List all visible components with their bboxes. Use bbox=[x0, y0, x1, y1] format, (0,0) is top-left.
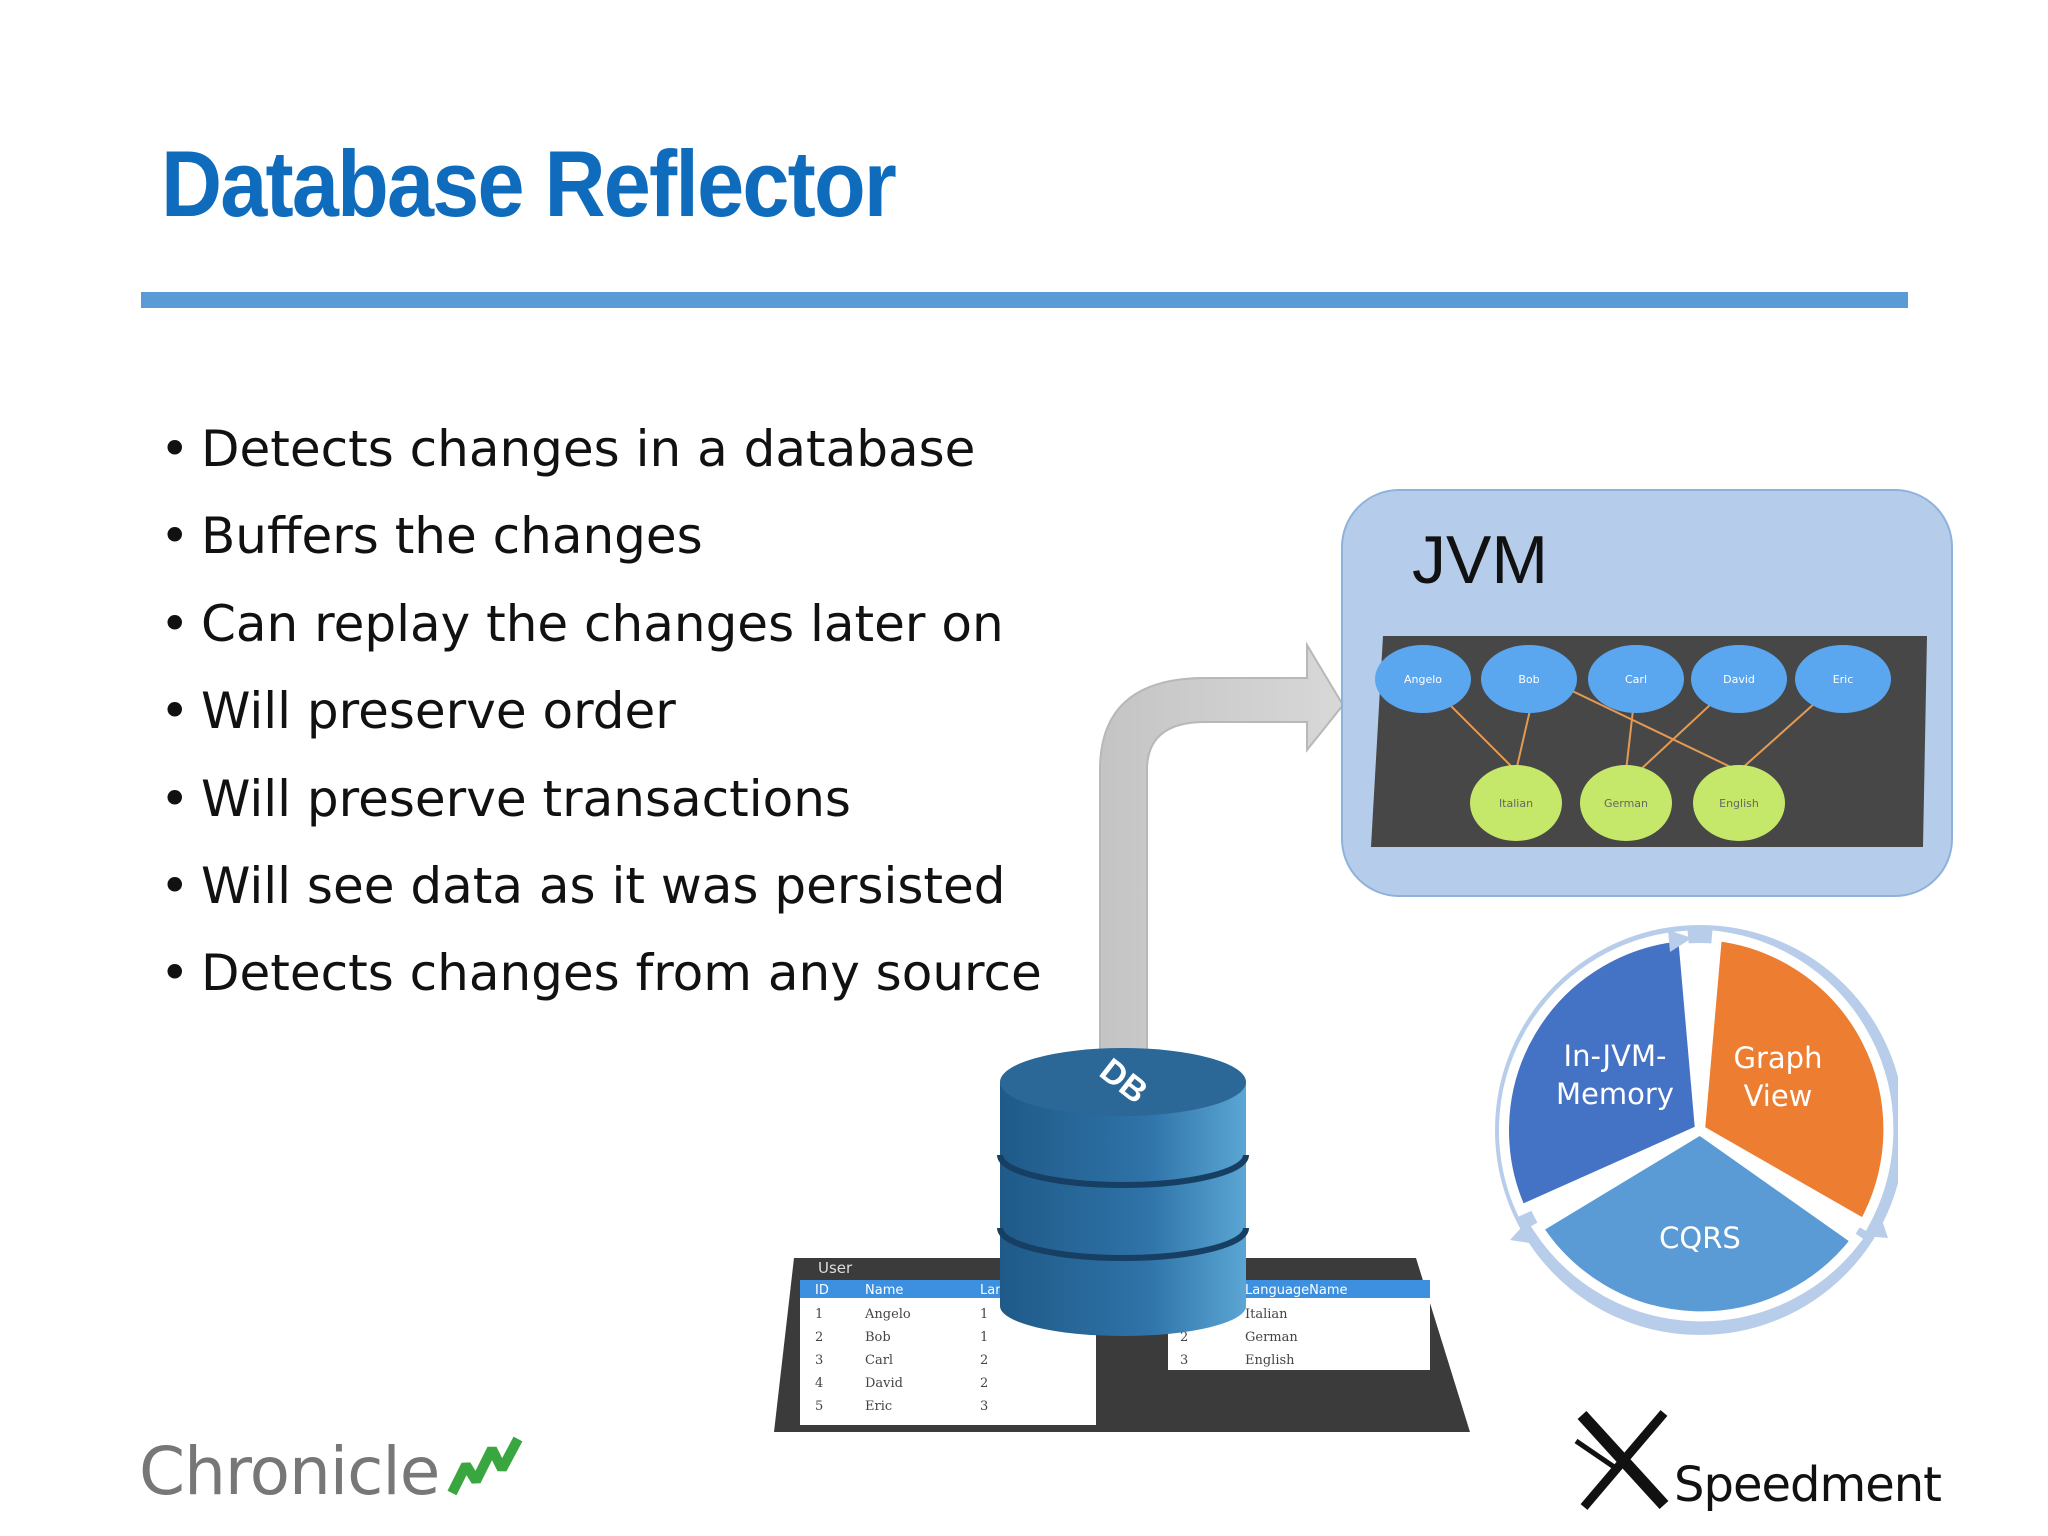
bullet-dot: • bbox=[160, 594, 190, 653]
cycle-label-in-jvm-memory: Memory bbox=[1556, 1077, 1674, 1111]
bullet-item: •Detects changes from any source bbox=[160, 936, 1042, 1023]
cycle-label-graph-view: Graph bbox=[1734, 1041, 1823, 1075]
graph-node-language bbox=[1580, 765, 1672, 841]
database-illustration: User ID Name Lang 1 Angelo 1 2 Bob 1 3 C… bbox=[774, 1048, 1470, 1432]
user-table-cell: Eric bbox=[865, 1399, 892, 1414]
jvm-box: JVM Angelo Bob Carl David Eri bbox=[1341, 489, 1953, 897]
language-table-cell: 2 bbox=[1180, 1330, 1188, 1345]
graph-node-label: English bbox=[1719, 797, 1759, 810]
language-table-cell: German bbox=[1245, 1330, 1298, 1345]
user-table-cell: 2 bbox=[980, 1376, 988, 1391]
bullet-dot: • bbox=[160, 682, 190, 741]
user-table-cell: 2 bbox=[815, 1330, 823, 1345]
bullet-dot: • bbox=[160, 507, 190, 566]
user-table-cell: 2 bbox=[980, 1353, 988, 1368]
bullet-item: •Can replay the changes later on bbox=[160, 587, 1042, 674]
language-nodes bbox=[1470, 765, 1785, 841]
user-table-header: Name bbox=[865, 1283, 903, 1298]
graph-node-label: David bbox=[1723, 673, 1755, 686]
graph-node-label: Bob bbox=[1518, 673, 1539, 686]
bullet-item: •Will preserve order bbox=[160, 674, 1042, 761]
user-table-cell: 3 bbox=[980, 1399, 988, 1414]
graph-node-user bbox=[1588, 645, 1684, 713]
graph-node-label: Carl bbox=[1625, 673, 1647, 686]
graph-node-user bbox=[1691, 645, 1787, 713]
language-table-header: LanguageName bbox=[1245, 1283, 1348, 1298]
bullet-item: •Will preserve transactions bbox=[160, 762, 1042, 849]
user-table-cell: David bbox=[865, 1376, 903, 1391]
graph-view-image: Angelo Bob Carl David Eric Italian Germa… bbox=[1371, 636, 1927, 847]
db-to-jvm-arrow bbox=[1099, 641, 1345, 1060]
user-table-header: ID bbox=[815, 1283, 829, 1298]
chronicle-logo-mark-icon bbox=[447, 1436, 523, 1496]
title-underline bbox=[141, 292, 1908, 308]
user-table-cell: 1 bbox=[815, 1307, 823, 1322]
cycle-diagram: In-JVM- Memory Graph View CQRS bbox=[1495, 925, 1898, 1335]
user-table-title: User bbox=[818, 1259, 853, 1277]
speedment-logo-x-icon bbox=[1574, 1410, 1669, 1510]
jvm-label: JVM bbox=[1412, 522, 1548, 598]
database-cylinder-icon: DB bbox=[997, 1048, 1249, 1336]
graph-node-user bbox=[1375, 645, 1471, 713]
graph-node-label: German bbox=[1604, 797, 1648, 810]
user-nodes bbox=[1375, 645, 1891, 713]
language-table-cell: Italian bbox=[1245, 1307, 1288, 1322]
speedment-logo: Speedment bbox=[1574, 1405, 1942, 1525]
graph-node-language bbox=[1693, 765, 1785, 841]
speedment-logo-text: Speedment bbox=[1674, 1457, 1942, 1513]
bullet-dot: • bbox=[160, 944, 190, 1003]
cycle-label-cqrs: CQRS bbox=[1659, 1221, 1741, 1255]
bullet-item: •Will see data as it was persisted bbox=[160, 849, 1042, 936]
cycle-label-graph-view: View bbox=[1744, 1079, 1813, 1113]
graph-node-language bbox=[1470, 765, 1562, 841]
language-table-cell: English bbox=[1245, 1353, 1295, 1368]
slide-title: Database Reflector bbox=[161, 131, 897, 236]
graph-node-label: Eric bbox=[1833, 673, 1854, 686]
user-table-cell: 1 bbox=[980, 1307, 988, 1322]
cycle-label-in-jvm-memory: In-JVM- bbox=[1564, 1039, 1667, 1073]
chronicle-logo: Chronicle bbox=[139, 1433, 526, 1513]
bullet-dot: • bbox=[160, 420, 190, 478]
user-table-cell: Carl bbox=[865, 1353, 893, 1368]
user-table-cell: 5 bbox=[815, 1399, 823, 1414]
graph-node-label: Angelo bbox=[1404, 673, 1442, 686]
user-table-cell: 4 bbox=[815, 1376, 823, 1391]
bullet-item: •Detects changes in a database bbox=[160, 412, 1042, 499]
chronicle-logo-text: Chronicle bbox=[139, 1433, 440, 1510]
graph-node-label: Italian bbox=[1499, 797, 1533, 810]
user-table-cell: Angelo bbox=[864, 1307, 911, 1322]
graph-node-user bbox=[1481, 645, 1577, 713]
bullet-dot: • bbox=[160, 769, 190, 828]
bullet-dot: • bbox=[160, 856, 190, 915]
language-table-cell: 3 bbox=[1180, 1353, 1188, 1368]
user-table-cell: 3 bbox=[815, 1353, 823, 1368]
bullet-list: •Detects changes in a database •Buffers … bbox=[160, 412, 1042, 1024]
user-table-cell: 1 bbox=[980, 1330, 988, 1345]
user-table-cell: Bob bbox=[865, 1330, 891, 1345]
graph-node-user bbox=[1795, 645, 1891, 713]
bullet-item: •Buffers the changes bbox=[160, 499, 1042, 586]
